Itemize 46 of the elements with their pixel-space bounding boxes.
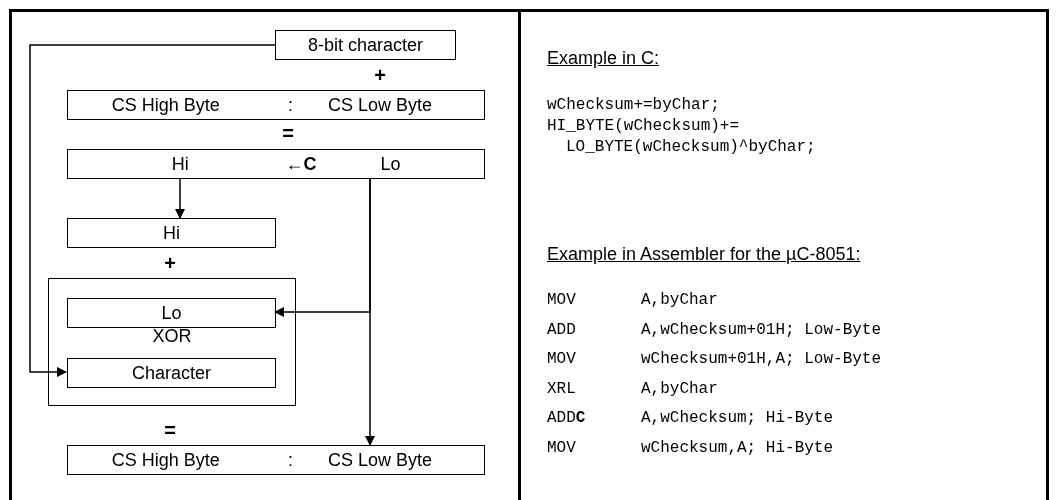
process-box: [67, 90, 485, 120]
box-label: CS Low Byte: [328, 96, 432, 114]
code-line: HI_BYTE(wChecksum)+=: [547, 118, 740, 134]
code-line: MOV: [547, 439, 576, 456]
box-label: Character: [132, 364, 211, 382]
arrow: [365, 178, 375, 446]
box-label: CS High Byte: [111, 451, 220, 469]
code-line: LO_BYTE(wChecksum)^byChar;: [566, 139, 816, 155]
process-box: [48, 278, 296, 406]
process-box: [67, 298, 276, 328]
box-label: ←C: [285, 155, 317, 173]
code-line: wChecksum+01H,A; Low-Byte: [641, 351, 882, 367]
box-label: :: [288, 96, 294, 114]
box-label: CS Low Byte: [328, 451, 432, 469]
code-line: ADDC: [547, 410, 586, 426]
box-label: XOR: [152, 327, 192, 346]
code-line: MOV: [547, 351, 576, 367]
box-label: Lo: [161, 304, 182, 322]
process-box: [67, 149, 485, 179]
box-label: CS High Byte: [111, 96, 220, 114]
code-line: A,byChar: [641, 380, 718, 397]
box-label: :: [288, 451, 294, 469]
box-label: Hi: [163, 224, 180, 242]
process-box: [275, 30, 456, 60]
box-label: Lo: [380, 155, 401, 173]
code-line: XRL: [547, 380, 576, 397]
box-label: 8-bit character: [307, 36, 424, 54]
operator-symbol: =: [164, 420, 176, 440]
operator-symbol: +: [374, 65, 386, 85]
section-heading: Example in C:: [547, 48, 660, 69]
code-line: A,byChar: [641, 292, 718, 308]
code-line: ADD: [547, 321, 576, 338]
process-box: [67, 358, 276, 388]
code-line: wChecksum,A; Hi-Byte: [641, 439, 834, 456]
box-label: Hi: [171, 155, 189, 173]
operator-symbol: =: [282, 123, 294, 143]
code-line: MOV: [547, 292, 576, 308]
code-line: A,wChecksum+01H; Low-Byte: [641, 321, 882, 338]
code-line: A,wChecksum; Hi-Byte: [641, 410, 834, 426]
operator-symbol: +: [164, 253, 176, 273]
code-line: wChecksum+=byChar;: [547, 97, 720, 113]
arrow: [175, 178, 185, 219]
section-heading: Example in Assembler for the µC-8051:: [547, 244, 861, 265]
process-box: [67, 445, 485, 475]
process-box: [67, 218, 276, 248]
arrow: [29, 44, 276, 377]
